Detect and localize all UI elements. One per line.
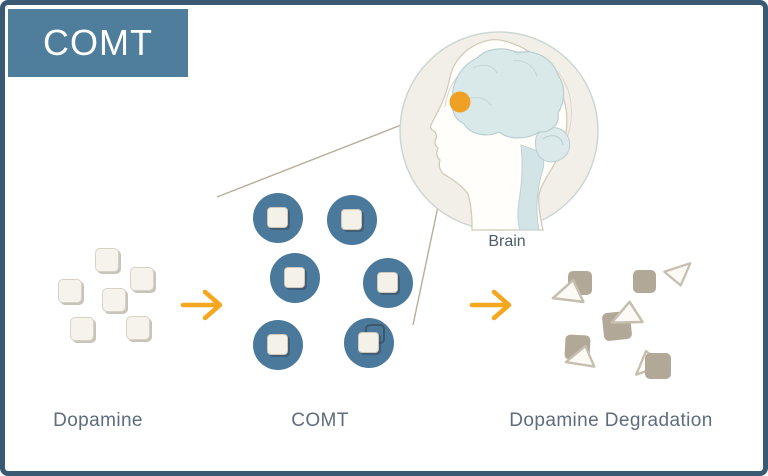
bound-dopamine-square xyxy=(267,334,288,355)
bound-dopamine-square xyxy=(284,267,305,288)
degradation-label: Dopamine Degradation xyxy=(509,410,713,431)
dopamine-molecule xyxy=(102,288,126,312)
brain-shape xyxy=(451,48,565,139)
title-banner: COMT xyxy=(8,9,188,77)
brain-figure xyxy=(393,23,605,245)
degraded-triangle xyxy=(564,344,596,368)
dopamine-molecule xyxy=(130,267,154,291)
bound-dopamine-square xyxy=(341,209,362,230)
arrow-right-icon xyxy=(469,289,512,321)
bound-dopamine-square xyxy=(267,207,288,228)
comt-label: COMT xyxy=(291,410,349,431)
arrow-right-icon xyxy=(180,289,223,321)
brain-label: Brain xyxy=(488,233,526,250)
cerebellum-shape xyxy=(534,127,571,163)
dopamine-molecule xyxy=(95,248,119,272)
degraded-triangle xyxy=(663,262,692,287)
bound-dopamine-square xyxy=(358,332,379,353)
comt-enzyme xyxy=(253,193,303,243)
degraded-triangle xyxy=(551,278,585,304)
comt-enzyme xyxy=(253,320,303,370)
comt-enzyme xyxy=(327,195,377,245)
page-title: COMT xyxy=(43,22,153,63)
comt-enzyme xyxy=(363,258,413,308)
dopamine-label: Dopamine xyxy=(53,410,143,431)
bound-dopamine-square xyxy=(377,272,398,293)
degraded-square xyxy=(633,270,656,293)
highlight-dot xyxy=(449,91,471,113)
degraded-triangle xyxy=(610,300,644,324)
brainstem-shape xyxy=(517,144,545,231)
brain-gyri-line-2 xyxy=(512,60,538,78)
brain-gyri-line-1 xyxy=(472,64,498,74)
brain-illustration xyxy=(399,31,599,231)
dopamine-molecule xyxy=(58,279,82,303)
dopamine-molecule xyxy=(126,316,150,340)
degraded-square xyxy=(645,353,671,379)
comt-enzyme xyxy=(270,253,320,303)
comt-enzyme xyxy=(344,318,394,368)
cerebellum-fold-line xyxy=(542,135,564,146)
dopamine-molecule xyxy=(70,317,94,341)
